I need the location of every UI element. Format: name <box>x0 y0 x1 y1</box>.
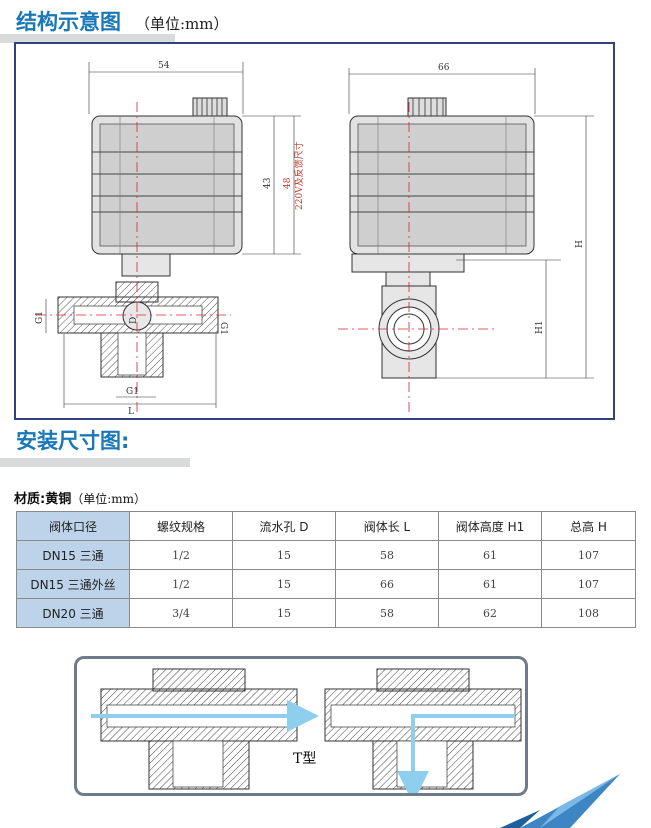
flow-diagram-frame: T型 <box>74 656 528 803</box>
dim-height-43: 43 <box>263 177 273 189</box>
flow-label: T型 <box>293 751 316 767</box>
table-cell: 66 <box>335 569 439 599</box>
valve-left <box>91 668 319 790</box>
table-cell: 107 <box>541 569 636 599</box>
table-cell: 58 <box>335 540 439 570</box>
dim-d: D <box>129 317 139 324</box>
table-cell: 15 <box>232 569 336 599</box>
flow-diagram: T型 <box>91 668 522 803</box>
structure-drawing-frame: 54 43 48 220V及反馈尺寸 <box>14 42 615 420</box>
dim-g1-right: G1 <box>218 322 228 335</box>
unit-note: （单位:mm） <box>135 15 229 33</box>
table-cell: 61 <box>438 569 542 599</box>
section-title-structure: 结构示意图 （单位:mm） <box>16 6 229 36</box>
table-row: DN20 三通 3/4 15 58 62 108 <box>16 598 636 628</box>
table-cell: 1/2 <box>129 569 233 599</box>
table-header-cell: 阀体口径 <box>16 511 130 541</box>
dim-l: L <box>128 407 134 417</box>
dim-height-48: 48 <box>283 177 293 189</box>
table-header-cell: 螺纹规格 <box>129 511 233 541</box>
title-underline-bar <box>0 34 175 43</box>
front-view: 54 43 48 220V及反馈尺寸 <box>35 61 305 417</box>
side-view: 66 H H1 <box>338 63 594 416</box>
spec-table: 阀体口径 螺纹规格 流水孔 D 阀体长 L 阀体高度 H1 总高 H DN15 … <box>16 511 636 628</box>
dim-width-66: 66 <box>438 63 450 73</box>
dim-g1-left: G1 <box>35 311 45 324</box>
table-cell: 15 <box>232 598 336 628</box>
structure-drawing: 54 43 48 220V及反馈尺寸 <box>35 61 594 417</box>
table-row: DN15 三通外丝 1/2 15 66 61 107 <box>16 569 636 599</box>
table-header-cell: 阀体长 L <box>335 511 439 541</box>
material-unit: （单位:mm） <box>71 492 147 506</box>
decorative-corner-shape <box>500 774 620 828</box>
table-cell: DN15 三通 <box>16 540 130 570</box>
table-header-row: 阀体口径 螺纹规格 流水孔 D 阀体长 L 阀体高度 H1 总高 H <box>16 511 636 541</box>
material-line: 材质:黄铜（单位:mm） <box>14 488 146 507</box>
table-header-cell: 总高 H <box>541 511 636 541</box>
table-cell: 108 <box>541 598 636 628</box>
table-cell: 62 <box>438 598 542 628</box>
table-cell: 58 <box>335 598 439 628</box>
table-header-cell: 流水孔 D <box>232 511 336 541</box>
dim-g1-bottom: G1 <box>126 387 139 397</box>
table-cell: DN15 三通外丝 <box>16 569 130 599</box>
section-title-install: 安装尺寸图: <box>16 429 130 453</box>
table-cell: DN20 三通 <box>16 598 130 628</box>
section-title-text: 结构示意图 <box>16 10 121 34</box>
table-cell: 61 <box>438 540 542 570</box>
dim-h: H <box>575 240 585 248</box>
dim-h1: H1 <box>535 320 545 334</box>
table-cell: 1/2 <box>129 540 233 570</box>
title-underline-bar-2 <box>0 458 190 467</box>
table-cell: 3/4 <box>129 598 233 628</box>
table-header-cell: 阀体高度 H1 <box>438 511 542 541</box>
valve-right <box>324 668 522 803</box>
table-cell: 107 <box>541 540 636 570</box>
table-cell: 15 <box>232 540 336 570</box>
material-label: 材质:黄铜 <box>14 492 72 507</box>
table-row: DN15 三通 1/2 15 58 61 107 <box>16 540 636 570</box>
dim-note-feedback: 220V及反馈尺寸 <box>293 141 305 210</box>
dim-width-54: 54 <box>158 61 170 71</box>
